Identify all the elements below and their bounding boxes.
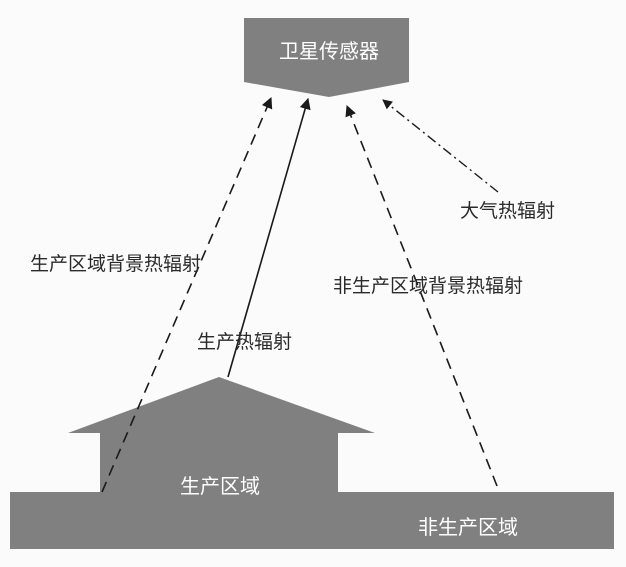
production-region-shape <box>68 377 375 494</box>
arrow-nonproduction-background <box>345 104 498 487</box>
label-production: 生产热辐射 <box>197 331 293 353</box>
arrow-production <box>227 97 311 378</box>
label-production-region: 生产区域 <box>180 474 260 498</box>
label-nonproduction-region: 非生产区域 <box>418 515 518 539</box>
nonproduction-region-shape <box>10 492 614 549</box>
label-nonproduction-background: 非生产区域背景热辐射 <box>333 275 524 297</box>
label-atmosphere: 大气热辐射 <box>460 200 556 222</box>
satellite-sensor-label: 卫星传感器 <box>279 39 379 63</box>
arrow-atmosphere <box>382 99 499 193</box>
label-production-background: 生产区域背景热辐射 <box>30 253 202 275</box>
satellite-sensor-shape <box>244 18 409 97</box>
